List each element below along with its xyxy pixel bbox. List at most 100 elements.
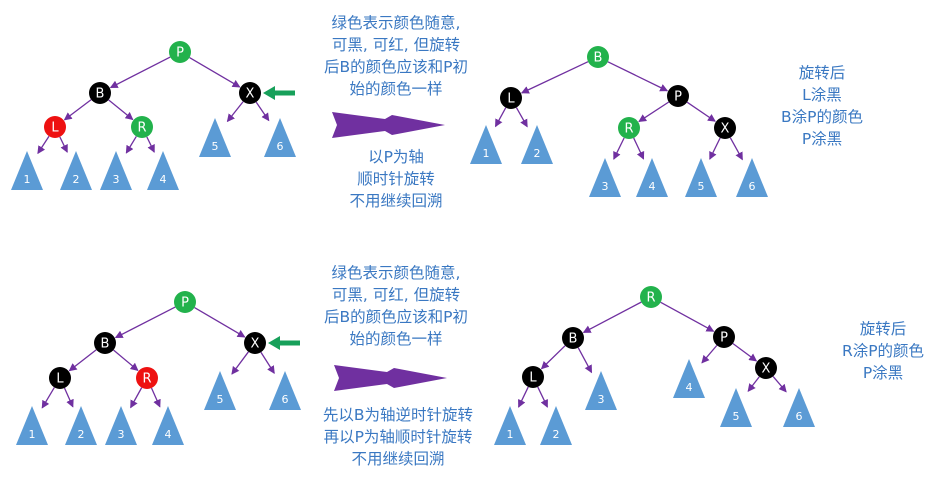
- caption-line: 不用继续回溯: [351, 450, 445, 468]
- tree-node-label-B: B: [569, 332, 578, 347]
- tree-node-B: [89, 82, 111, 104]
- tree-node-label-X: X: [251, 337, 260, 352]
- subtree-triangle-4: [152, 406, 184, 445]
- subtree-triangle-2: [540, 406, 572, 445]
- subtree-label-4: 4: [649, 180, 656, 193]
- tree-edge-R-3: [130, 387, 143, 409]
- subtree-triangle-5: [204, 371, 236, 410]
- subtree-label-6: 6: [277, 140, 284, 153]
- subtree-label-3: 3: [118, 428, 125, 441]
- caption-line: 绿色表示颜色随意,: [331, 14, 461, 32]
- subtree-triangle-3: [589, 158, 621, 197]
- subtree-triangle-4: [673, 359, 705, 398]
- tree-node-label-X: X: [246, 87, 255, 102]
- tree-node-B: [587, 46, 609, 68]
- tree-node-label-P: P: [181, 296, 189, 311]
- tree-edge-R-4: [146, 136, 155, 153]
- tree-node-label-L: L: [51, 121, 59, 136]
- tree-edge-R-4: [150, 387, 161, 408]
- tree-edge-P-B: [109, 56, 171, 89]
- subtree-triangle-3: [105, 406, 137, 445]
- subtree-triangle-1: [16, 406, 48, 445]
- caption-line: 始的颜色一样: [349, 330, 443, 348]
- caption-line: 再以P为轴顺时针旋转: [323, 428, 473, 446]
- tree-edge-X-5: [231, 351, 249, 375]
- tree-node-R: [136, 367, 158, 389]
- tree-node-X: [244, 332, 266, 354]
- subtree-label-5: 5: [733, 410, 740, 423]
- subtree-triangle-1: [11, 151, 43, 190]
- bottom-operation-caption: 先以B为轴逆时针旋转 再以P为轴顺时针旋转 不用继续回溯: [298, 404, 498, 470]
- tree-node-label-R: R: [142, 372, 151, 387]
- subtree-label-2: 2: [78, 428, 85, 441]
- caption-line: 后B的颜色应该和P初: [324, 308, 468, 326]
- top-result-caption: 旋转后 L涂黑 B涂P的颜色 P涂黑: [772, 62, 872, 150]
- subtree-label-1: 1: [507, 428, 514, 441]
- tree-edge-B-L: [63, 99, 92, 121]
- tree-node-L: [44, 116, 66, 138]
- tree-node-label-X: X: [762, 362, 771, 377]
- subtree-label-4: 4: [160, 173, 167, 186]
- tree-node-label-X: X: [721, 122, 730, 137]
- subtree-label-2: 2: [553, 428, 560, 441]
- tree-edge-B-P: [607, 61, 669, 92]
- subtree-triangle-6: [269, 371, 301, 410]
- tree-node-label-B: B: [96, 87, 105, 102]
- subtree-triangle-2: [60, 151, 92, 190]
- subtree-triangle-6: [264, 118, 296, 157]
- tree-edge-P-R: [638, 101, 670, 122]
- tree-node-P: [169, 41, 191, 63]
- tree-node-P: [174, 291, 196, 313]
- tree-node-R: [618, 117, 640, 139]
- caption-line: B涂P的颜色: [781, 108, 863, 126]
- subtree-triangle-4: [147, 151, 179, 190]
- caption-line: L涂黑: [802, 86, 842, 104]
- caption-line: 先以B为轴逆时针旋转: [322, 406, 474, 424]
- subtree-label-3: 3: [602, 180, 609, 193]
- tree-node-label-L: L: [529, 371, 537, 386]
- tree-edge-B-L: [540, 345, 566, 370]
- tree-node-B: [562, 327, 584, 349]
- subtree-triangle-6: [783, 388, 815, 427]
- subtree-label-6: 6: [796, 410, 803, 423]
- caption-line: 以P为轴: [368, 148, 424, 166]
- tree-edge-L-1: [41, 387, 55, 409]
- rotation-arrow-top: [332, 112, 445, 138]
- subtree-triangle-1: [494, 406, 526, 445]
- caption-line: 始的颜色一样: [349, 80, 443, 98]
- subtree-label-6: 6: [749, 180, 756, 193]
- tree-node-L: [49, 367, 71, 389]
- tree-edge-R-4: [633, 137, 645, 160]
- tree-edge-P-4: [701, 344, 718, 364]
- tree-edge-X-6: [260, 351, 275, 374]
- tree-node-label-L: L: [507, 92, 515, 107]
- rotation-arrow-bottom: [334, 365, 447, 391]
- tree-edge-X-6: [255, 101, 270, 122]
- tree-edge-L-1: [518, 386, 529, 408]
- caption-line: 后B的颜色应该和P初: [324, 58, 468, 76]
- tree-edge-L-2: [537, 386, 548, 408]
- subtree-triangle-5: [720, 388, 752, 427]
- tree-node-label-P: P: [720, 331, 728, 346]
- pointer-arrow-icon: [263, 86, 295, 100]
- tree-node-label-P: P: [674, 90, 682, 105]
- caption-line: P涂黑: [801, 130, 843, 148]
- tree-edge-X-5: [709, 137, 721, 160]
- tree-edge-B-R: [113, 349, 139, 371]
- subtree-triangle-1: [470, 125, 502, 164]
- tree-node-R: [131, 116, 153, 138]
- tree-node-label-B: B: [594, 51, 603, 66]
- top-note-caption: 绿色表示颜色随意, 可黑, 可红, 但旋转 后B的颜色应该和P初 始的颜色一样: [306, 12, 486, 100]
- subtree-label-5: 5: [212, 140, 219, 153]
- caption-line: 绿色表示颜色随意,: [331, 264, 461, 282]
- caption-line: 不用继续回溯: [349, 192, 443, 210]
- subtree-triangle-3: [100, 151, 132, 190]
- caption-line: P涂黑: [862, 364, 904, 382]
- subtree-label-5: 5: [698, 180, 705, 193]
- subtree-label-2: 2: [534, 147, 541, 160]
- tree-edge-L-1: [37, 135, 50, 155]
- caption-line: 旋转后: [859, 320, 907, 338]
